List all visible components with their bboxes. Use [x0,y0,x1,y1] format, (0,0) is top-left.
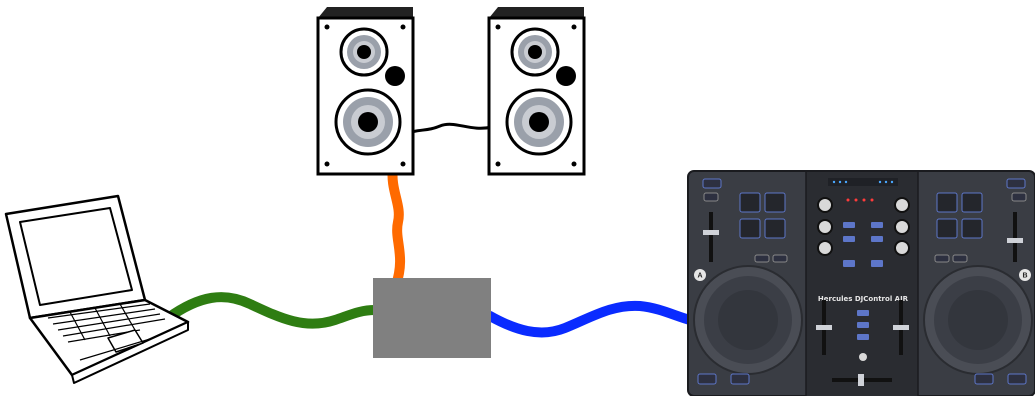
blue-midi-cable [485,300,695,338]
orange-audio-cable [387,163,406,290]
audio-interface-box [373,278,491,358]
deck-b-letter: B [1022,273,1027,280]
cables [163,122,695,338]
speaker-link-cable [400,122,494,137]
mixer: Hercules DJControl AIR [816,178,910,386]
deck-a: A [693,178,803,385]
deck-b-pitch-fader [1013,212,1017,262]
green-usb-cable [163,292,380,329]
mixer-knobs [817,197,910,256]
speaker-left [316,7,415,176]
deck-a-letter: A [697,273,702,280]
deck-b: B [923,178,1033,385]
speaker-right [487,7,586,176]
laptop-touchpad [107,329,144,353]
deck-a-pitch-fader [709,212,713,262]
controller-brand-logo: Hercules DJControl AIR [818,295,909,303]
laptop-screen [19,207,133,306]
laptop-computer [4,194,190,384]
deck-b-pad-grid [936,192,983,239]
dj-controller: A Hercules DJControl AIR [687,170,1035,396]
deck-a-pad-grid [739,192,786,239]
laptop-keyboard [47,303,166,343]
